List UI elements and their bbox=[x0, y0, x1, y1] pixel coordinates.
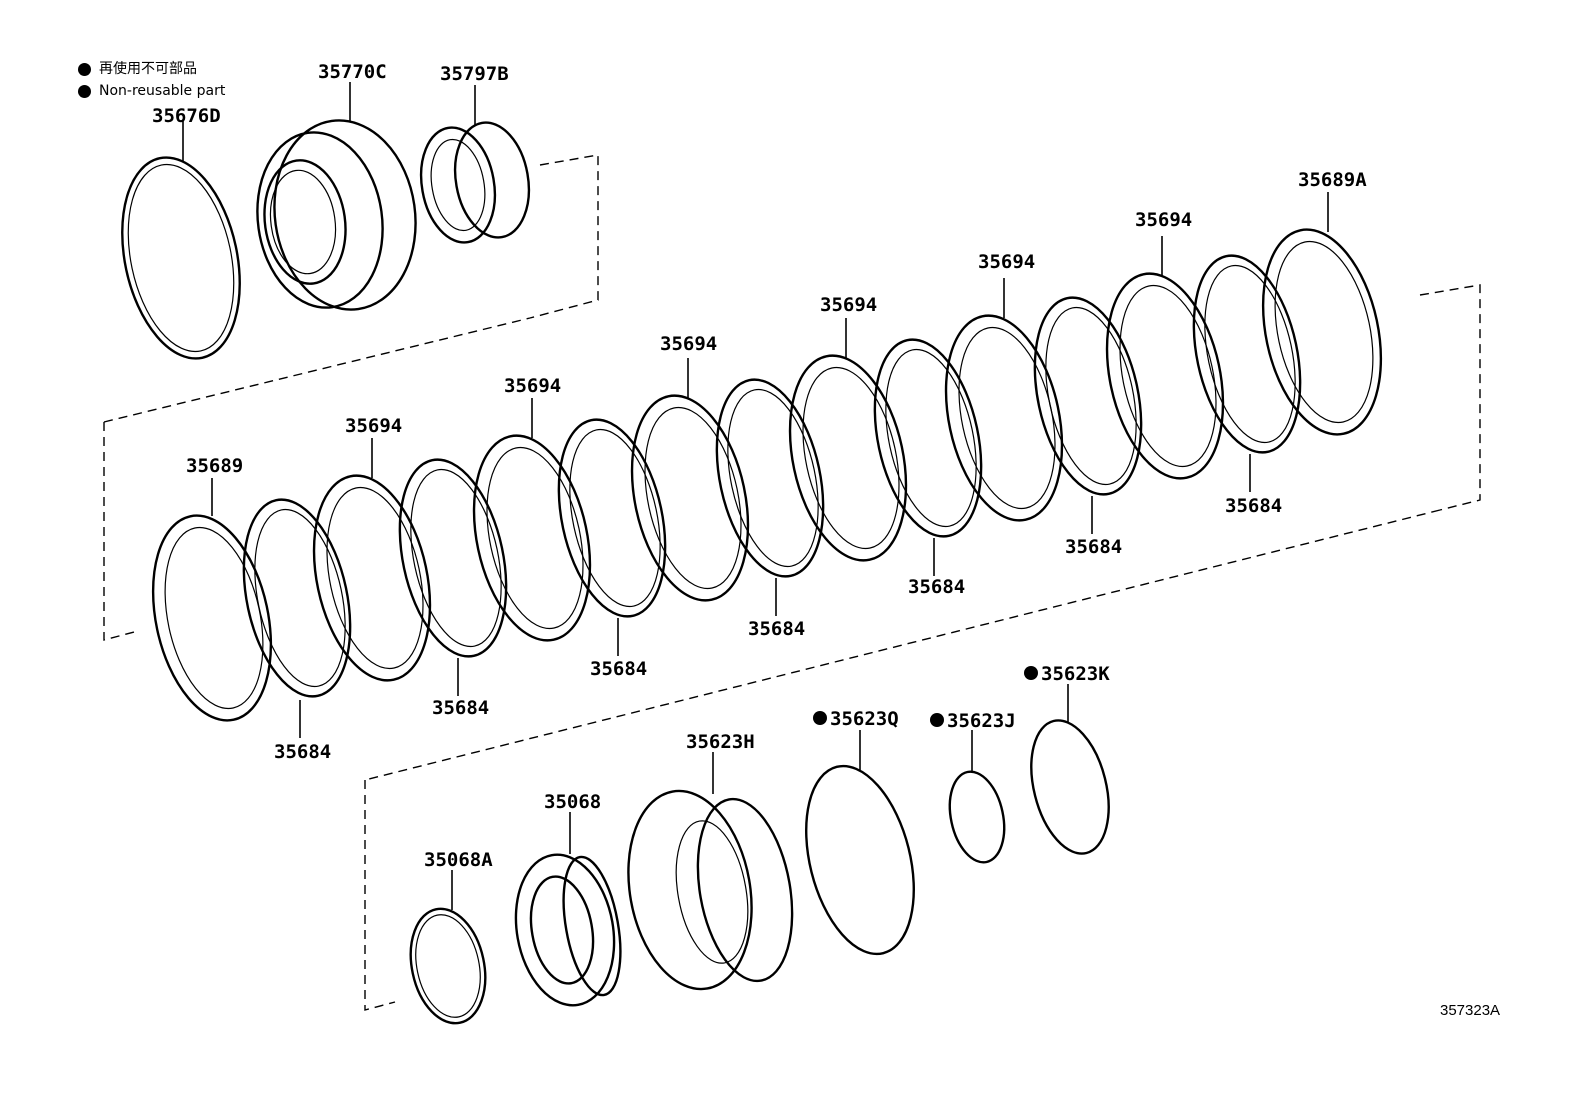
non-reusable-marker-icon bbox=[813, 711, 827, 725]
part-35684-1[interactable] bbox=[227, 490, 366, 738]
label-35770C: 35770C bbox=[318, 61, 387, 83]
part-35770C[interactable] bbox=[246, 82, 427, 319]
part-35694-5[interactable] bbox=[929, 278, 1080, 531]
label-35684: 35684 bbox=[748, 618, 805, 640]
part-35694-1[interactable] bbox=[297, 438, 448, 691]
part-35689A[interactable] bbox=[1246, 192, 1399, 445]
part-35623K[interactable] bbox=[1019, 684, 1122, 862]
label-35694: 35694 bbox=[820, 294, 877, 316]
part-35623J[interactable] bbox=[942, 730, 1012, 867]
label-35623Q: 35623Q bbox=[830, 708, 899, 730]
boundary-line bbox=[103, 317, 531, 423]
group-boundary-top bbox=[529, 154, 599, 319]
label-35694: 35694 bbox=[1135, 209, 1192, 231]
label-35623K: 35623K bbox=[1041, 663, 1110, 685]
label-35684: 35684 bbox=[1225, 495, 1282, 517]
label-35684: 35684 bbox=[1065, 536, 1122, 558]
bullet-icon bbox=[78, 62, 91, 76]
label-35623H: 35623H bbox=[686, 731, 755, 753]
label-35689A: 35689A bbox=[1298, 169, 1367, 191]
group-boundary-middle bbox=[103, 422, 135, 641]
label-35623J: 35623J bbox=[947, 710, 1016, 732]
boundary-line bbox=[364, 509, 1441, 781]
non-reusable-marker-icon bbox=[930, 713, 944, 727]
label-35676D: 35676D bbox=[152, 105, 221, 127]
group-boundary-bottom bbox=[364, 780, 396, 1011]
figure-code: 357323A bbox=[1440, 1002, 1501, 1019]
part-35676D[interactable] bbox=[105, 120, 257, 369]
part-35068[interactable] bbox=[505, 812, 630, 1013]
part-35684-6[interactable] bbox=[1018, 288, 1157, 534]
label-35694: 35694 bbox=[978, 251, 1035, 273]
part-35623Q[interactable] bbox=[788, 730, 931, 965]
label-35068: 35068 bbox=[544, 791, 601, 813]
label-35068A: 35068A bbox=[424, 849, 493, 871]
label-35684: 35684 bbox=[590, 658, 647, 680]
label-35694: 35694 bbox=[660, 333, 717, 355]
part-35684-4[interactable] bbox=[700, 370, 839, 616]
part-35684-3[interactable] bbox=[542, 410, 681, 656]
label-35684: 35684 bbox=[432, 697, 489, 719]
legend-text-en: Non-reusable part bbox=[99, 83, 226, 99]
label-35694: 35694 bbox=[504, 375, 561, 397]
group-boundary-middle-right bbox=[1419, 284, 1481, 511]
part-35797B[interactable] bbox=[412, 85, 537, 248]
part-35694-3[interactable] bbox=[615, 358, 766, 611]
legend-item-en: Non-reusable part bbox=[78, 80, 225, 102]
part-35684-7[interactable] bbox=[1177, 246, 1316, 492]
part-35694-6[interactable] bbox=[1090, 236, 1241, 489]
label-35797B: 35797B bbox=[440, 63, 509, 85]
part-35684-2[interactable] bbox=[383, 450, 522, 696]
part-35689[interactable] bbox=[136, 478, 289, 731]
part-35694-2[interactable] bbox=[457, 398, 608, 651]
label-35684: 35684 bbox=[274, 741, 331, 763]
non-reusable-marker-icon bbox=[1024, 666, 1038, 680]
bullet-icon bbox=[78, 84, 91, 98]
part-35623H[interactable] bbox=[614, 752, 806, 999]
label-35689: 35689 bbox=[186, 455, 243, 477]
label-35684: 35684 bbox=[908, 576, 965, 598]
part-35068A[interactable] bbox=[401, 870, 496, 1030]
label-35694: 35694 bbox=[345, 415, 402, 437]
legend: 再使用不可部品 Non-reusable part bbox=[78, 58, 225, 102]
legend-text-jp: 再使用不可部品 bbox=[99, 61, 197, 77]
legend-item-jp: 再使用不可部品 bbox=[78, 58, 225, 80]
part-35684-5[interactable] bbox=[858, 330, 997, 576]
part-35694-4[interactable] bbox=[773, 318, 924, 571]
